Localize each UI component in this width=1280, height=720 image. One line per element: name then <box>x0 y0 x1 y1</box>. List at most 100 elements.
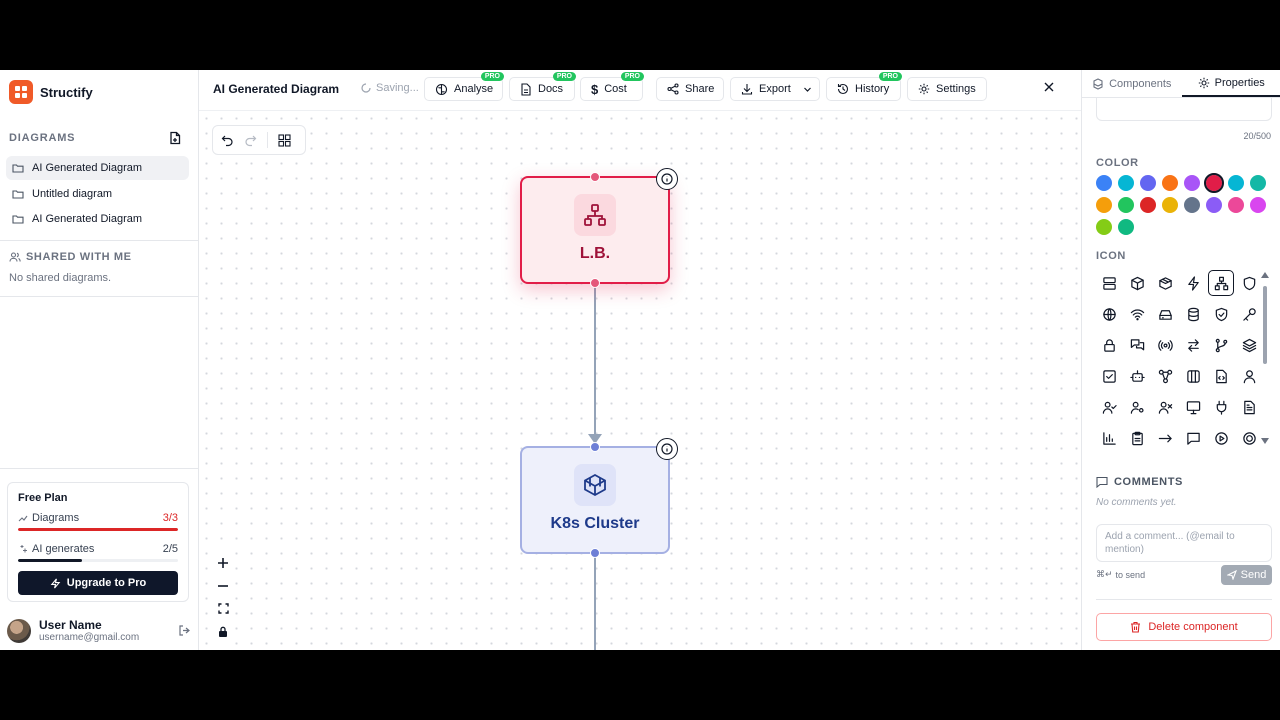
color-swatch[interactable] <box>1250 175 1266 191</box>
user-cog-icon[interactable] <box>1124 394 1150 420</box>
file-code-icon[interactable] <box>1208 363 1234 389</box>
color-swatch[interactable] <box>1184 197 1200 213</box>
diagram-title[interactable]: AI Generated Diagram <box>213 82 340 96</box>
logout-icon[interactable] <box>178 624 191 637</box>
bot-icon[interactable] <box>1124 363 1150 389</box>
user-check-icon[interactable] <box>1096 394 1122 420</box>
diagram-item[interactable]: Untitled diagram <box>6 182 189 206</box>
scroll-up-icon[interactable] <box>1261 272 1269 278</box>
clipboard-icon[interactable] <box>1124 425 1150 451</box>
lock-icon[interactable] <box>1096 332 1122 358</box>
zoom-out-icon[interactable] <box>211 574 235 597</box>
zoom-in-icon[interactable] <box>211 551 235 574</box>
export-button[interactable]: Export <box>730 77 820 101</box>
server-icon[interactable] <box>1096 270 1122 296</box>
comment-input[interactable]: Add a comment... (@email to mention) <box>1096 524 1272 562</box>
docs-button[interactable]: Docs PRO <box>509 72 576 101</box>
node-k8s-cluster[interactable]: K8s Cluster <box>520 438 678 558</box>
database-icon[interactable] <box>1180 301 1206 327</box>
color-swatch[interactable] <box>1140 197 1156 213</box>
color-swatch[interactable] <box>1096 219 1112 235</box>
message-square-icon <box>1096 476 1108 488</box>
layout-icon[interactable] <box>278 133 291 147</box>
tab-properties[interactable]: Properties <box>1181 70 1280 97</box>
brand[interactable]: Structify <box>9 80 93 104</box>
node-handle-top[interactable] <box>590 442 600 452</box>
cost-button[interactable]: $ Cost PRO <box>580 72 644 101</box>
close-icon[interactable] <box>1043 81 1055 93</box>
play-circle-icon[interactable] <box>1208 425 1234 451</box>
package-icon[interactable] <box>1152 270 1178 296</box>
monitor-icon[interactable] <box>1180 394 1206 420</box>
analyse-button[interactable]: Analyse PRO <box>424 72 504 101</box>
fit-view-icon[interactable] <box>211 597 235 620</box>
comments-header: COMMENTS <box>1096 476 1183 488</box>
check-square-icon[interactable] <box>1096 363 1122 389</box>
info-icon[interactable] <box>656 168 678 190</box>
file-text-icon[interactable] <box>1236 394 1262 420</box>
color-swatch[interactable] <box>1184 175 1200 191</box>
color-swatch[interactable] <box>1162 175 1178 191</box>
arrow-left-right-icon[interactable] <box>1180 332 1206 358</box>
new-diagram-icon[interactable] <box>168 131 182 145</box>
avatar[interactable] <box>7 618 31 643</box>
color-swatch[interactable] <box>1228 197 1244 213</box>
color-swatch[interactable] <box>1118 219 1134 235</box>
hard-drive-icon[interactable] <box>1152 301 1178 327</box>
color-swatch[interactable] <box>1228 175 1244 191</box>
node-label: L.B. <box>579 245 611 262</box>
settings-button[interactable]: Settings <box>907 77 987 101</box>
user-x-icon[interactable] <box>1152 394 1178 420</box>
history-button[interactable]: History PRO <box>826 72 902 101</box>
color-swatch[interactable] <box>1140 175 1156 191</box>
wifi-icon[interactable] <box>1124 301 1150 327</box>
workflow-icon[interactable] <box>1152 363 1178 389</box>
scroll-thumb[interactable] <box>1263 286 1267 364</box>
color-swatch[interactable] <box>1096 197 1112 213</box>
share-button[interactable]: Share <box>656 77 724 101</box>
color-swatch[interactable] <box>1204 173 1224 193</box>
target-icon[interactable] <box>1236 425 1262 451</box>
redo-icon[interactable] <box>244 134 257 147</box>
user-icon[interactable] <box>1236 363 1262 389</box>
zap-icon[interactable] <box>1180 270 1206 296</box>
send-button[interactable]: Send <box>1221 565 1272 585</box>
bar-chart-icon[interactable] <box>1096 425 1122 451</box>
brackets-icon[interactable] <box>1180 363 1206 389</box>
box-icon[interactable] <box>1124 270 1150 296</box>
icon-scrollbar[interactable] <box>1261 272 1269 444</box>
git-branch-icon[interactable] <box>1208 332 1234 358</box>
color-swatch[interactable] <box>1250 197 1266 213</box>
message-square-icon[interactable] <box>1180 425 1206 451</box>
shield-icon[interactable] <box>1236 270 1262 296</box>
node-lb[interactable]: L.B. <box>520 168 678 288</box>
color-swatch[interactable] <box>1162 197 1178 213</box>
key-icon[interactable] <box>1236 301 1262 327</box>
color-swatch[interactable] <box>1206 197 1222 213</box>
undo-icon[interactable] <box>221 134 234 147</box>
lock-icon[interactable] <box>211 620 235 643</box>
network-icon[interactable] <box>1208 270 1234 296</box>
color-swatch[interactable] <box>1096 175 1112 191</box>
color-swatch[interactable] <box>1118 175 1134 191</box>
radio-icon[interactable] <box>1152 332 1178 358</box>
upgrade-button[interactable]: Upgrade to Pro <box>18 571 178 595</box>
description-field[interactable] <box>1096 98 1272 121</box>
diagram-canvas[interactable]: L.B. K8s Cluster <box>199 111 1081 650</box>
color-swatch[interactable] <box>1118 197 1134 213</box>
node-handle-bottom[interactable] <box>590 278 600 288</box>
tab-components[interactable]: Components <box>1082 70 1182 97</box>
node-handle-top[interactable] <box>590 172 600 182</box>
info-icon[interactable] <box>656 438 678 460</box>
delete-component-button[interactable]: Delete component <box>1096 613 1272 641</box>
globe-icon[interactable] <box>1096 301 1122 327</box>
scroll-down-icon[interactable] <box>1261 438 1269 444</box>
arrow-right-icon[interactable] <box>1152 425 1178 451</box>
plug-icon[interactable] <box>1208 394 1234 420</box>
messages-icon[interactable] <box>1124 332 1150 358</box>
shield-check-icon[interactable] <box>1208 301 1234 327</box>
node-handle-bottom[interactable] <box>590 548 600 558</box>
diagram-item[interactable]: AI Generated Diagram <box>6 156 189 180</box>
diagram-item[interactable]: AI Generated Diagram <box>6 207 189 231</box>
layers-icon[interactable] <box>1236 332 1262 358</box>
